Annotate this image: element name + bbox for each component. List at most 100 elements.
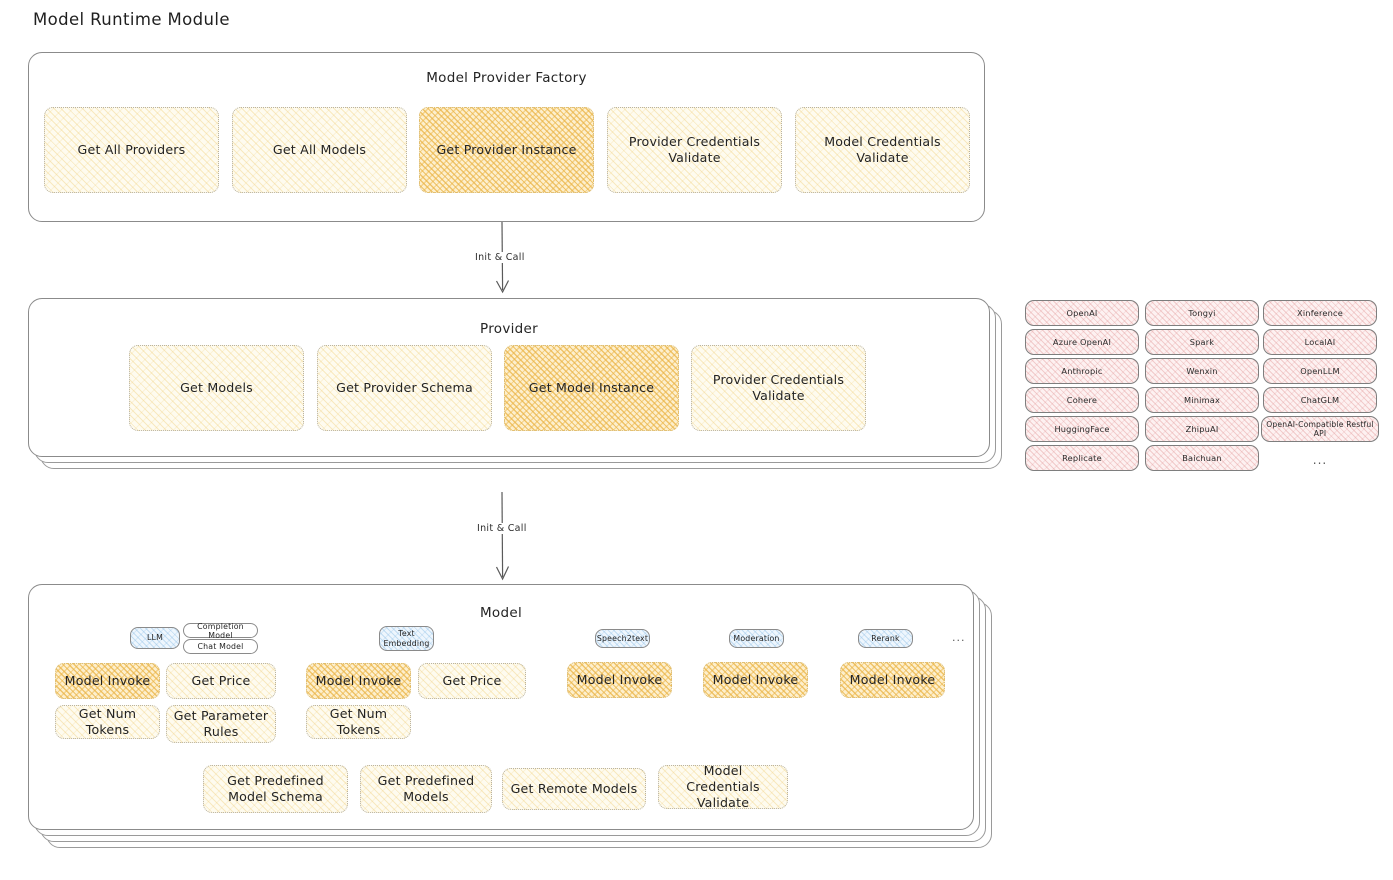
- model-node-get-remote-models[interactable]: Get Remote Models: [502, 768, 646, 810]
- chip-label: HuggingFace: [1054, 424, 1110, 434]
- chip-label: OpenAI-Compatible Restful API: [1266, 420, 1374, 438]
- chip-label: Baichuan: [1182, 453, 1222, 463]
- arrow-label-init-and-call-1: Init & Call: [472, 252, 528, 263]
- provider-chip-tongyi[interactable]: Tongyi: [1145, 300, 1259, 326]
- badge-label: Moderation: [733, 633, 780, 643]
- model-node-model-credentials-validate[interactable]: Model Credentials Validate: [658, 763, 788, 810]
- badge-label: Speech2text: [596, 633, 649, 643]
- provider-title: Provider: [480, 321, 538, 337]
- llm-node-get-num-tokens[interactable]: Get Num Tokens: [55, 705, 160, 739]
- provider-chip-xinference[interactable]: Xinference: [1263, 300, 1377, 326]
- provider-chip-localai[interactable]: LocalAI: [1263, 329, 1377, 355]
- provider-chip-wenxin[interactable]: Wenxin: [1145, 358, 1259, 384]
- badge-label: LLM: [146, 633, 163, 643]
- moderation-node-model-invoke[interactable]: Model Invoke: [703, 662, 808, 698]
- chip-label: Replicate: [1062, 453, 1102, 463]
- model-panel: Model: [28, 584, 974, 830]
- model-subbadge-chat-model[interactable]: Chat Model: [183, 639, 258, 654]
- text-embedding-node-model-invoke[interactable]: Model Invoke: [306, 663, 411, 699]
- model-type-badge-speech2text[interactable]: Speech2text: [595, 629, 650, 648]
- badge-label: Rerank: [871, 633, 900, 643]
- llm-node-get-parameter-rules[interactable]: Get Parameter Rules: [166, 705, 276, 743]
- node-label: Get Num Tokens: [329, 706, 388, 737]
- rerank-node-model-invoke[interactable]: Model Invoke: [840, 662, 945, 698]
- node-label: Get All Providers: [77, 142, 186, 158]
- subbadge-label: Completion Model: [197, 621, 244, 640]
- chip-label: ChatGLM: [1300, 395, 1340, 405]
- model-node-get-predefined-models[interactable]: Get Predefined Models: [360, 765, 492, 813]
- node-label: Get Predefined Models: [377, 773, 475, 804]
- chip-label: Tongyi: [1188, 308, 1216, 318]
- factory-node-get-all-providers[interactable]: Get All Providers: [44, 107, 219, 193]
- model-provider-factory-title: Model Provider Factory: [426, 70, 587, 86]
- provider-chip-zhipuai[interactable]: ZhipuAI: [1145, 416, 1259, 442]
- provider-chip-chatglm[interactable]: ChatGLM: [1263, 387, 1377, 413]
- llm-node-get-price[interactable]: Get Price: [166, 663, 276, 699]
- node-label: Get Provider Instance: [436, 142, 577, 158]
- model-node-get-predefined-model-schema[interactable]: Get Predefined Model Schema: [203, 765, 348, 813]
- provider-list-more: ...: [1312, 453, 1328, 467]
- factory-node-get-provider-instance[interactable]: Get Provider Instance: [419, 107, 594, 193]
- arrow-label-init-and-call-2: Init & Call: [474, 523, 530, 534]
- model-subbadge-completion-model[interactable]: Completion Model: [183, 621, 258, 640]
- chip-label: Xinference: [1297, 308, 1343, 318]
- node-label: Get Parameter Rules: [173, 708, 269, 739]
- speech2text-node-model-invoke[interactable]: Model Invoke: [567, 662, 672, 698]
- provider-chip-openai-compatible-restful-api[interactable]: OpenAI-Compatible Restful API: [1261, 416, 1379, 442]
- provider-chip-baichuan[interactable]: Baichuan: [1145, 445, 1259, 471]
- node-label: Model Credentials Validate: [824, 134, 941, 165]
- model-types-more: ...: [952, 631, 966, 644]
- node-label: Model Credentials Validate: [686, 763, 760, 810]
- chip-label: OpenLLM: [1300, 366, 1340, 376]
- chip-label: Anthropic: [1061, 366, 1103, 376]
- provider-node-get-models[interactable]: Get Models: [129, 345, 304, 431]
- provider-chip-openllm[interactable]: OpenLLM: [1263, 358, 1377, 384]
- node-label: Get Price: [442, 673, 502, 689]
- factory-node-model-credentials-validate[interactable]: Model Credentials Validate: [795, 107, 970, 193]
- page-title: Model Runtime Module: [33, 10, 230, 29]
- model-type-badge-moderation[interactable]: Moderation: [729, 629, 784, 648]
- text-embedding-node-get-price[interactable]: Get Price: [418, 663, 526, 699]
- provider-node-provider-credentials-validate[interactable]: Provider Credentials Validate: [691, 345, 866, 431]
- node-label: Get Provider Schema: [336, 380, 473, 396]
- node-label: Model Invoke: [849, 672, 936, 688]
- model-type-badge-rerank[interactable]: Rerank: [858, 629, 913, 648]
- chip-label: Cohere: [1066, 395, 1098, 405]
- text-embedding-node-get-num-tokens[interactable]: Get Num Tokens: [306, 705, 411, 739]
- node-label: Get All Models: [272, 142, 367, 158]
- node-label: Provider Credentials Validate: [712, 372, 845, 403]
- provider-node-get-provider-schema[interactable]: Get Provider Schema: [317, 345, 492, 431]
- provider-chip-anthropic[interactable]: Anthropic: [1025, 358, 1139, 384]
- model-type-badge-text-embedding[interactable]: Text Embedding: [379, 626, 434, 651]
- factory-node-provider-credentials-validate[interactable]: Provider Credentials Validate: [607, 107, 782, 193]
- chip-label: LocalAI: [1304, 337, 1336, 347]
- node-label: Get Predefined Model Schema: [227, 773, 324, 804]
- node-label: Get Models: [180, 380, 253, 396]
- chip-label: Spark: [1189, 337, 1215, 347]
- llm-node-model-invoke[interactable]: Model Invoke: [55, 663, 160, 699]
- arrow-provider-to-model: [495, 492, 510, 581]
- provider-node-get-model-instance[interactable]: Get Model Instance: [504, 345, 679, 431]
- provider-chip-huggingface[interactable]: HuggingFace: [1025, 416, 1139, 442]
- subbadge-label: Chat Model: [197, 642, 244, 651]
- provider-chip-spark[interactable]: Spark: [1145, 329, 1259, 355]
- chip-label: Azure OpenAI: [1052, 337, 1112, 347]
- node-label: Get Model Instance: [528, 380, 655, 396]
- provider-chip-cohere[interactable]: Cohere: [1025, 387, 1139, 413]
- chip-label: OpenAI: [1066, 308, 1098, 318]
- badge-label: Text Embedding: [383, 629, 430, 648]
- provider-chip-replicate[interactable]: Replicate: [1025, 445, 1139, 471]
- provider-chip-minimax[interactable]: Minimax: [1145, 387, 1259, 413]
- model-title: Model: [479, 605, 523, 621]
- node-label: Get Remote Models: [510, 781, 638, 797]
- provider-chip-openai[interactable]: OpenAI: [1025, 300, 1139, 326]
- chip-label: Wenxin: [1186, 366, 1218, 376]
- chip-label: ZhipuAI: [1185, 424, 1219, 434]
- model-type-badge-llm[interactable]: LLM: [130, 627, 180, 649]
- node-label: Model Invoke: [712, 672, 799, 688]
- factory-node-get-all-models[interactable]: Get All Models: [232, 107, 407, 193]
- node-label: Provider Credentials Validate: [628, 134, 761, 165]
- node-label: Model Invoke: [315, 673, 402, 689]
- provider-chip-azure-openai[interactable]: Azure OpenAI: [1025, 329, 1139, 355]
- node-label: Get Num Tokens: [78, 706, 137, 737]
